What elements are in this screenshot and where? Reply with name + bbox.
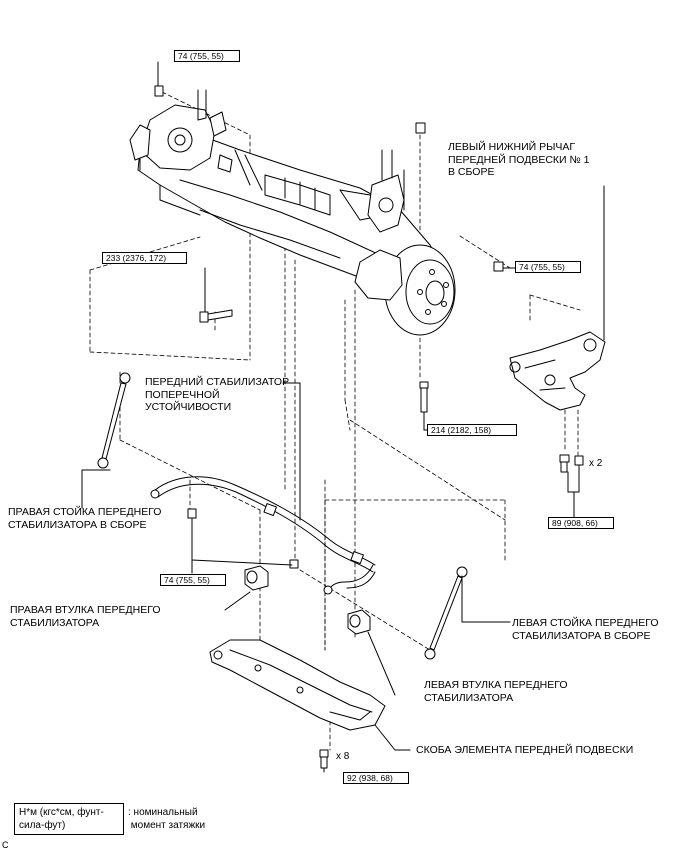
torque-spec-box: 74 (755, 55) [515,261,581,273]
torque-spec-box: 92 (938, 68) [343,772,409,784]
right-bushing [244,565,269,591]
bolt-233 [199,309,233,323]
nut-lower-arm [493,261,504,272]
nut-top-left [154,85,164,97]
nut-stab-right [187,508,197,519]
label-left-stabilizer-link: ЛЕВАЯ СТОЙКА ПЕРЕДНЕГО СТАБИЛИЗАТОРА В С… [512,617,659,642]
torque-spec-box: 214 (2182, 158) [427,424,517,436]
right-stabilizer-link [97,372,131,469]
label-right-stabilizer-link: ПРАВАЯ СТОЙКА ПЕРЕДНЕГО СТАБИЛИЗАТОРА В … [8,506,162,531]
torque-spec-box: 89 (908, 66) [548,517,614,529]
label-left-bushing: ЛЕВАЯ ВТУЛКА ПЕРЕДНЕГО СТАБИЛИЗАТОРА [424,679,568,704]
leader-lines [81,61,605,773]
figure-corner-mark: C [2,840,9,850]
bolt-214 [419,381,429,413]
torque-spec-box: 74 (755, 55) [174,50,240,62]
legend-description: : номинальный момент затяжки [128,807,206,831]
torque-spec-box: 233 (2376, 172) [102,252,187,264]
quantity-mark: x 2 [589,458,603,469]
nut-stab-left [289,559,299,569]
alignment-dashed-lines [89,91,581,751]
fasteners [154,85,584,769]
quantity-mark: x 8 [336,751,350,762]
left-stabilizer-link [424,566,468,660]
left-lower-arm [509,331,606,411]
front-crossmember-assembly [129,89,456,336]
bolt-92 [319,749,329,769]
left-bushing [347,609,371,635]
nut-top-center [415,122,426,134]
suspension-member-bracket [209,639,386,731]
legend-unit-box: Н*м (кгс*см, фунт- сила-фут) [14,803,124,835]
label-front-stabilizer: ПЕРЕДНИЙ СТАБИЛИЗАТОР ПОПЕРЕЧНОЙ УСТОЙЧИ… [145,376,290,413]
torque-spec-box: 74 (755, 55) [160,574,226,586]
label-suspension-bracket: СКОБА ЭЛЕМЕНТА ПЕРЕДНЕЙ ПОДВЕСКИ [416,744,634,756]
label-left-lower-arm: ЛЕВЫЙ НИЖНИЙ РЫЧАГ ПЕРЕДНЕЙ ПОДВЕСКИ № 1… [448,141,590,178]
nut-89-b [574,455,584,466]
bolt-89-a [559,454,570,473]
stabilizer-bar [150,476,376,595]
label-right-bushing: ПРАВАЯ ВТУЛКА ПЕРЕДНЕГО СТАБИЛИЗАТОРА [10,604,161,629]
